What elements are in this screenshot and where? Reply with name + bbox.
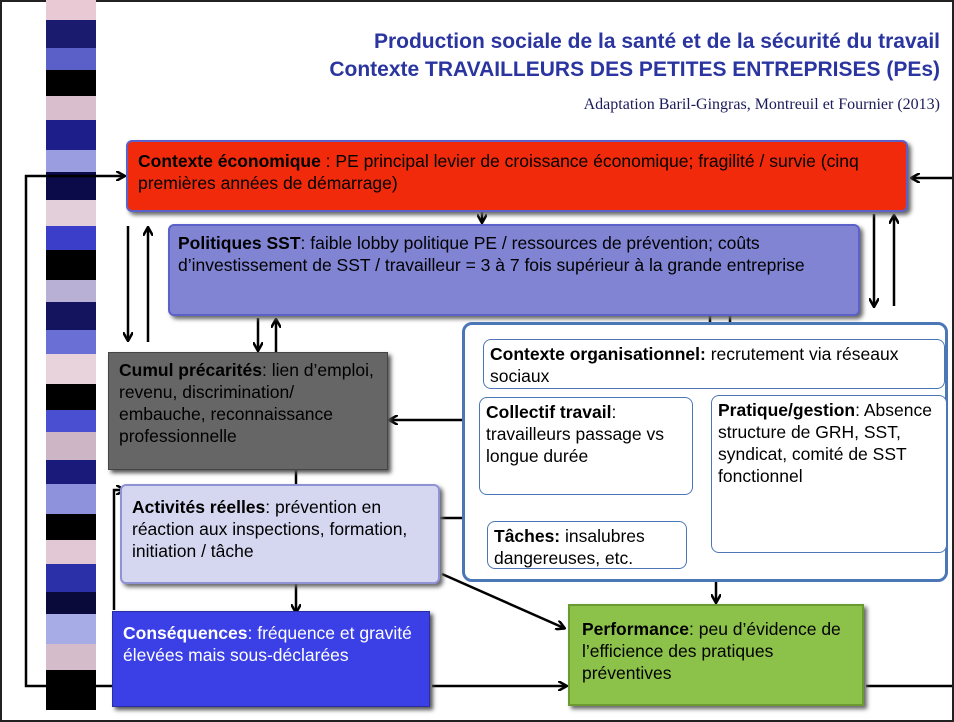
credit-line: Adaptation Baril-Gingras, Montreuil et F…	[583, 96, 940, 113]
text-contexte-organisationnel: recrutement via réseaux sociaux	[490, 344, 899, 386]
box-pratique-gestion: Pratique/gestion: Absence structure de G…	[711, 395, 947, 553]
label-contexte-economique: Contexte économique	[138, 151, 321, 171]
label-taches: Tâches:	[494, 526, 561, 546]
decorative-stripe	[46, 0, 96, 722]
text-consequences: : fréquence et gravité élevées mais sous…	[123, 623, 412, 665]
text-cumul-precarites: : lien d’emploi, revenu, discrimination/…	[119, 360, 374, 446]
label-performance: Performance	[582, 619, 689, 639]
box-politiques-sst: Politiques SST: faible lobby politique P…	[168, 224, 860, 316]
box-collectif-travail: Collectif travail: travailleurs passage …	[479, 397, 693, 495]
box-contexte-economique: Contexte économique : PE principal levie…	[126, 140, 908, 212]
box-performance: Performance: peu d’évidence de l’efficie…	[568, 604, 864, 706]
box-taches: Tâches: insalubres dangereuses, etc.	[487, 521, 687, 569]
label-collectif-travail: Collectif travail	[486, 402, 612, 422]
box-cumul-precarites: Cumul précarités: lien d’emploi, revenu,…	[108, 352, 388, 470]
label-activites-reelles: Activités réelles	[132, 497, 266, 517]
text-taches: insalubres dangereuses, etc.	[494, 526, 645, 568]
text-collectif-travail: : travailleurs passage vs longue durée	[486, 402, 664, 466]
text-pratique-gestion: : Absence structure de GRH, SST, syndica…	[718, 400, 932, 486]
label-politiques-sst: Politiques SST	[178, 233, 301, 253]
box-contexte-organisationnel: Contexte organisationnel: recrutement vi…	[483, 339, 945, 389]
text-politiques-sst: : faible lobby politique PE / ressources…	[178, 233, 805, 275]
box-contexte-organisationnel-group: Contexte organisationnel: recrutement vi…	[462, 322, 948, 582]
box-activites-reelles: Activités réelles: prévention en réactio…	[120, 484, 440, 584]
label-consequences: Conséquences	[123, 623, 248, 643]
text-activites-reelles: : prévention en réaction aux inspections…	[132, 497, 408, 561]
title-line-2: Contexte TRAVAILLEURS DES PETITES ENTREP…	[329, 58, 940, 81]
text-contexte-economique: : PE principal levier de croissance écon…	[138, 151, 859, 193]
label-cumul-precarites: Cumul précarités	[119, 360, 262, 380]
title-line-1: Production sociale de la santé et de la …	[373, 30, 940, 53]
label-pratique-gestion: Pratique/gestion	[718, 400, 856, 420]
box-consequences: Conséquences: fréquence et gravité élevé…	[112, 611, 430, 707]
text-performance: : peu d’évidence de l’efficience des pra…	[582, 619, 841, 683]
label-contexte-organisationnel: Contexte organisationnel:	[490, 344, 706, 364]
